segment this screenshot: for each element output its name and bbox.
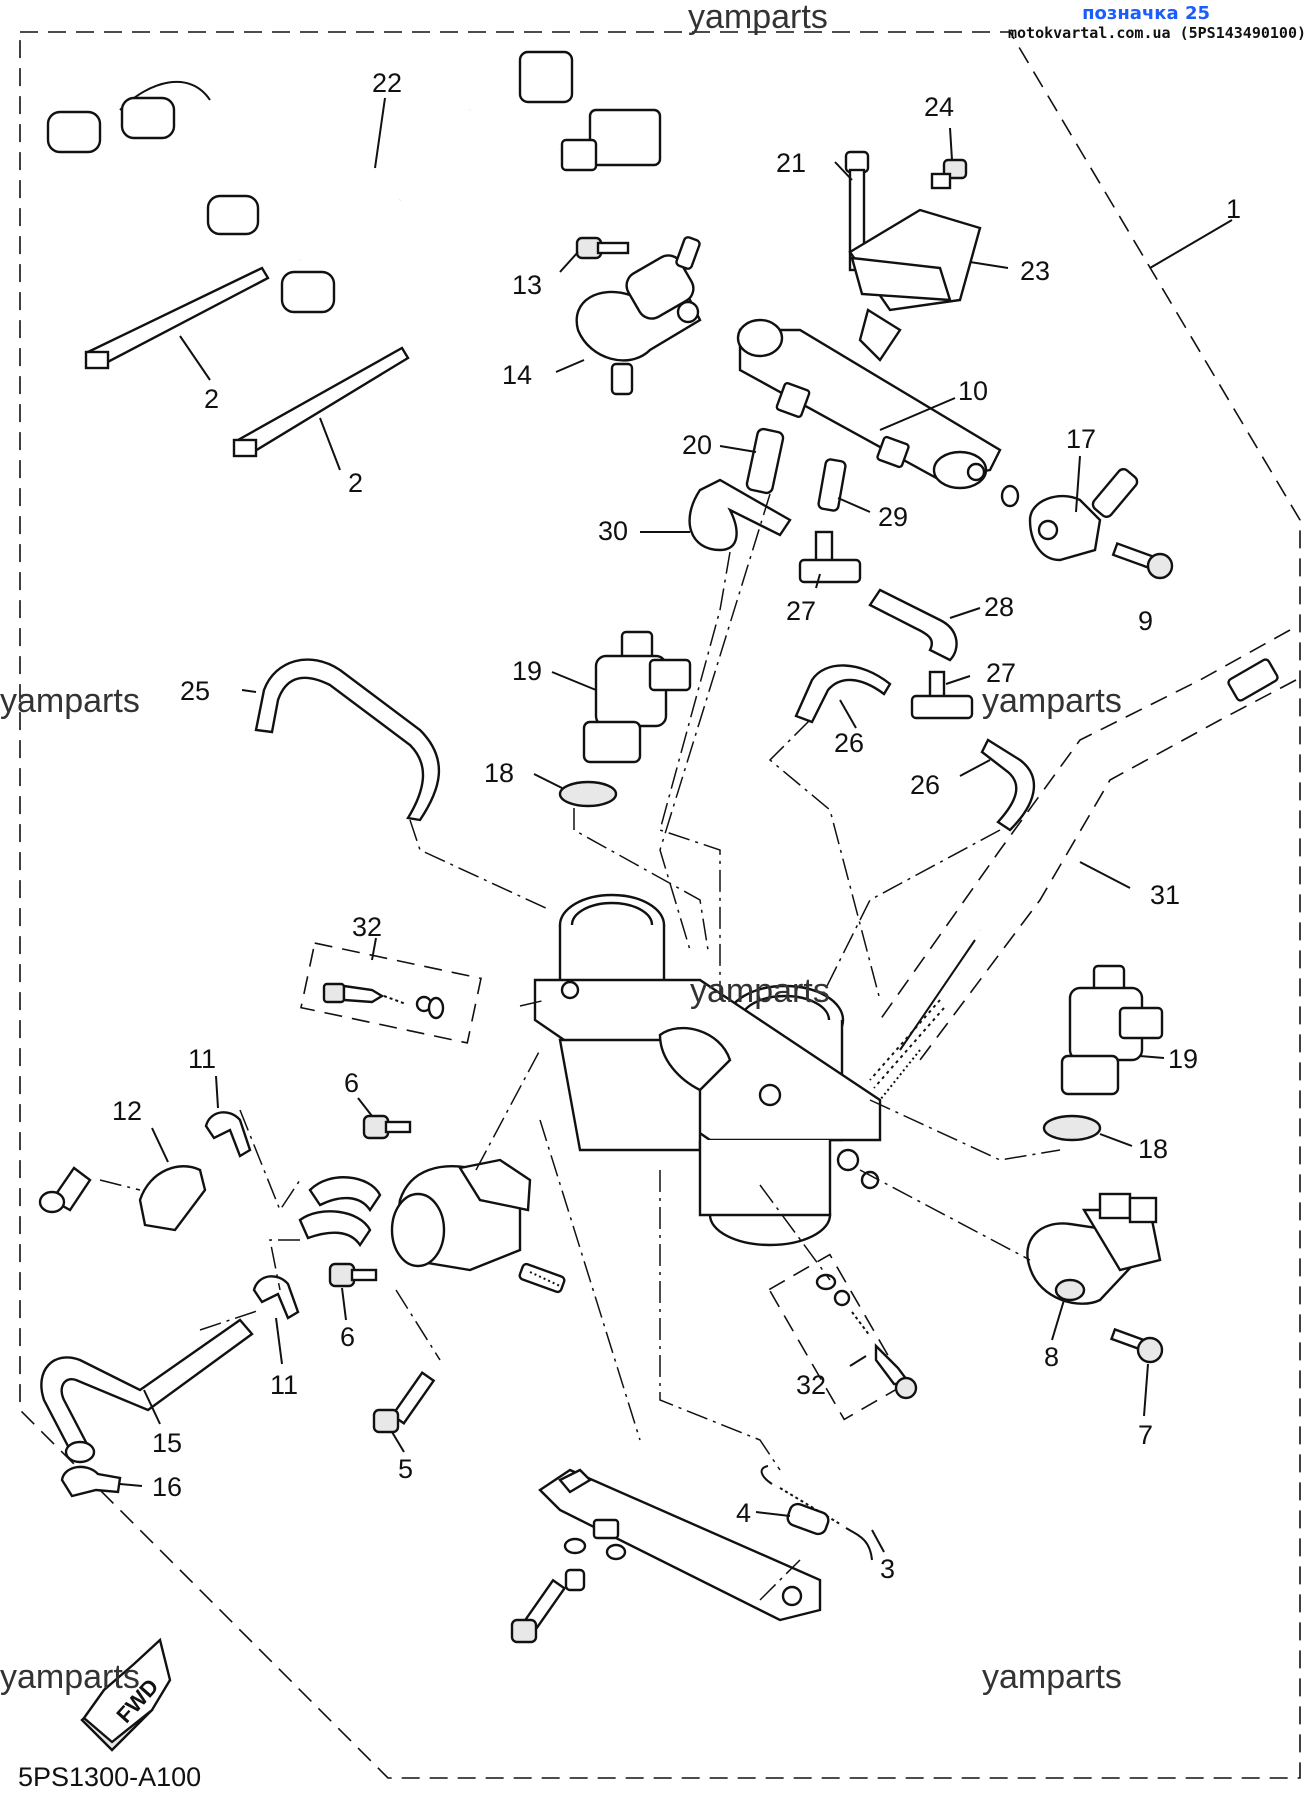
- tee-joint-upper: [798, 530, 862, 584]
- header: позначка 25 motokvartal.com.ua (5PS14349…: [1007, 3, 1306, 42]
- part-label-11a: 11: [188, 1044, 216, 1074]
- watermark: yamparts: [982, 1658, 1122, 1696]
- watermark: yamparts: [0, 682, 140, 720]
- header-title: позначка 25: [1082, 3, 1210, 24]
- screw-set-upper: [300, 942, 482, 1044]
- part-label-32a: 32: [352, 912, 382, 942]
- screw-24: [930, 158, 968, 190]
- hose-26-lower: [980, 738, 1035, 832]
- pressure-regulator: [575, 236, 702, 396]
- clamp-11-upper: [204, 1111, 252, 1158]
- fuel-rail: [736, 318, 1020, 508]
- watermark: yamparts: [0, 1658, 140, 1696]
- part-label-16: 16: [152, 1472, 182, 1502]
- part-label-4: 4: [736, 1498, 751, 1528]
- screw-set-lower: [768, 1253, 918, 1421]
- part-label-19a: 19: [512, 656, 542, 686]
- part-label-26b: 26: [910, 770, 940, 800]
- connection-lines: [99, 493, 1297, 1601]
- part-label-5: 5: [398, 1454, 413, 1484]
- part-label-30: 30: [598, 516, 628, 546]
- part-label-6b: 6: [340, 1322, 355, 1352]
- cable-tie-lower: [232, 346, 410, 458]
- tee-joint-lower: [910, 670, 974, 720]
- part-label-3: 3: [880, 1554, 895, 1584]
- hose-29: [817, 458, 847, 512]
- spring-3: [760, 1465, 873, 1561]
- sensor-23: [848, 208, 982, 362]
- header-source: motokvartal.com.ua (5PS143490100): [1007, 23, 1306, 42]
- part-label-28: 28: [984, 592, 1014, 622]
- part-label-12: 12: [112, 1096, 142, 1126]
- part-label-11b: 11: [270, 1370, 298, 1400]
- part-label-13: 13: [512, 270, 542, 300]
- part-label-1: 1: [1226, 194, 1241, 224]
- injector-right: [1042, 964, 1164, 1142]
- linkage-plate: [510, 1468, 822, 1644]
- hose-26-upper: [794, 664, 892, 724]
- assembly-boundary: [19, 31, 1301, 1779]
- clamp-16: [60, 1465, 122, 1498]
- watermark: yamparts: [982, 682, 1122, 720]
- wire-harness: [46, 50, 662, 314]
- part-label-24: 24: [924, 92, 954, 122]
- watermark: yamparts: [688, 0, 828, 36]
- part-label-29: 29: [878, 502, 908, 532]
- part-label-22: 22: [372, 68, 402, 98]
- screw-13: [575, 236, 630, 260]
- part-labels: 1 2 2 3 4 5 6 6 7 8 9 10 11 11 12 13 14 …: [112, 68, 1241, 1584]
- part-label-31: 31: [1150, 880, 1180, 910]
- part-label-2b: 2: [348, 468, 363, 498]
- part-label-6a: 6: [344, 1068, 359, 1098]
- part-label-27a: 27: [786, 596, 816, 626]
- diagram-code: 5PS1300-A100: [18, 1762, 201, 1792]
- part-label-2a: 2: [204, 384, 219, 414]
- part-label-23: 23: [1020, 256, 1050, 286]
- fitting-17: [1028, 468, 1139, 562]
- hose-30: [688, 478, 792, 552]
- screw-7: [1109, 1327, 1164, 1364]
- screw-6-lower: [328, 1262, 378, 1288]
- part-label-26a: 26: [834, 728, 864, 758]
- hose-28: [868, 588, 958, 662]
- part-label-20: 20: [682, 430, 712, 460]
- idle-speed-unit: [298, 1158, 566, 1294]
- part-label-25: 25: [180, 676, 210, 706]
- part-label-10: 10: [958, 376, 988, 406]
- clamp-11-lower: [252, 1275, 300, 1320]
- hose-20: [745, 427, 785, 495]
- part-label-27b: 27: [986, 658, 1016, 688]
- roller-4: [786, 1502, 830, 1536]
- label-leaders: [119, 97, 1233, 1553]
- screw-5: [372, 1371, 436, 1434]
- part-label-9: 9: [1138, 606, 1153, 636]
- part-label-18a: 18: [484, 758, 514, 788]
- watermarks: yamparts yamparts yamparts yamparts yamp…: [0, 0, 1122, 1696]
- hose-25: [254, 658, 441, 822]
- throttle-body: [533, 893, 882, 1247]
- screw-9: [1111, 541, 1174, 580]
- watermark: yamparts: [690, 972, 830, 1010]
- hose-12: [50, 1165, 207, 1232]
- hose-15: [40, 1318, 254, 1452]
- part-label-17: 17: [1066, 424, 1096, 454]
- part-label-19b: 19: [1168, 1044, 1198, 1074]
- part-label-7: 7: [1138, 1420, 1153, 1450]
- screw-6-upper: [362, 1114, 412, 1140]
- cable-tie-upper: [84, 266, 270, 370]
- part-label-15: 15: [152, 1428, 182, 1458]
- part-label-18b: 18: [1138, 1134, 1168, 1164]
- fwd-arrow: [80, 1637, 172, 1752]
- hose-15-end: [64, 1440, 96, 1464]
- part-label-14: 14: [502, 360, 532, 390]
- injector-upper: [558, 630, 692, 808]
- throttle-position-sensor: [1026, 1192, 1162, 1305]
- part-label-8: 8: [1044, 1342, 1059, 1372]
- part-label-32b: 32: [796, 1370, 826, 1400]
- throttle-cable: [869, 658, 1279, 1101]
- part-label-21: 21: [776, 148, 806, 178]
- hose-12-end: [38, 1190, 66, 1214]
